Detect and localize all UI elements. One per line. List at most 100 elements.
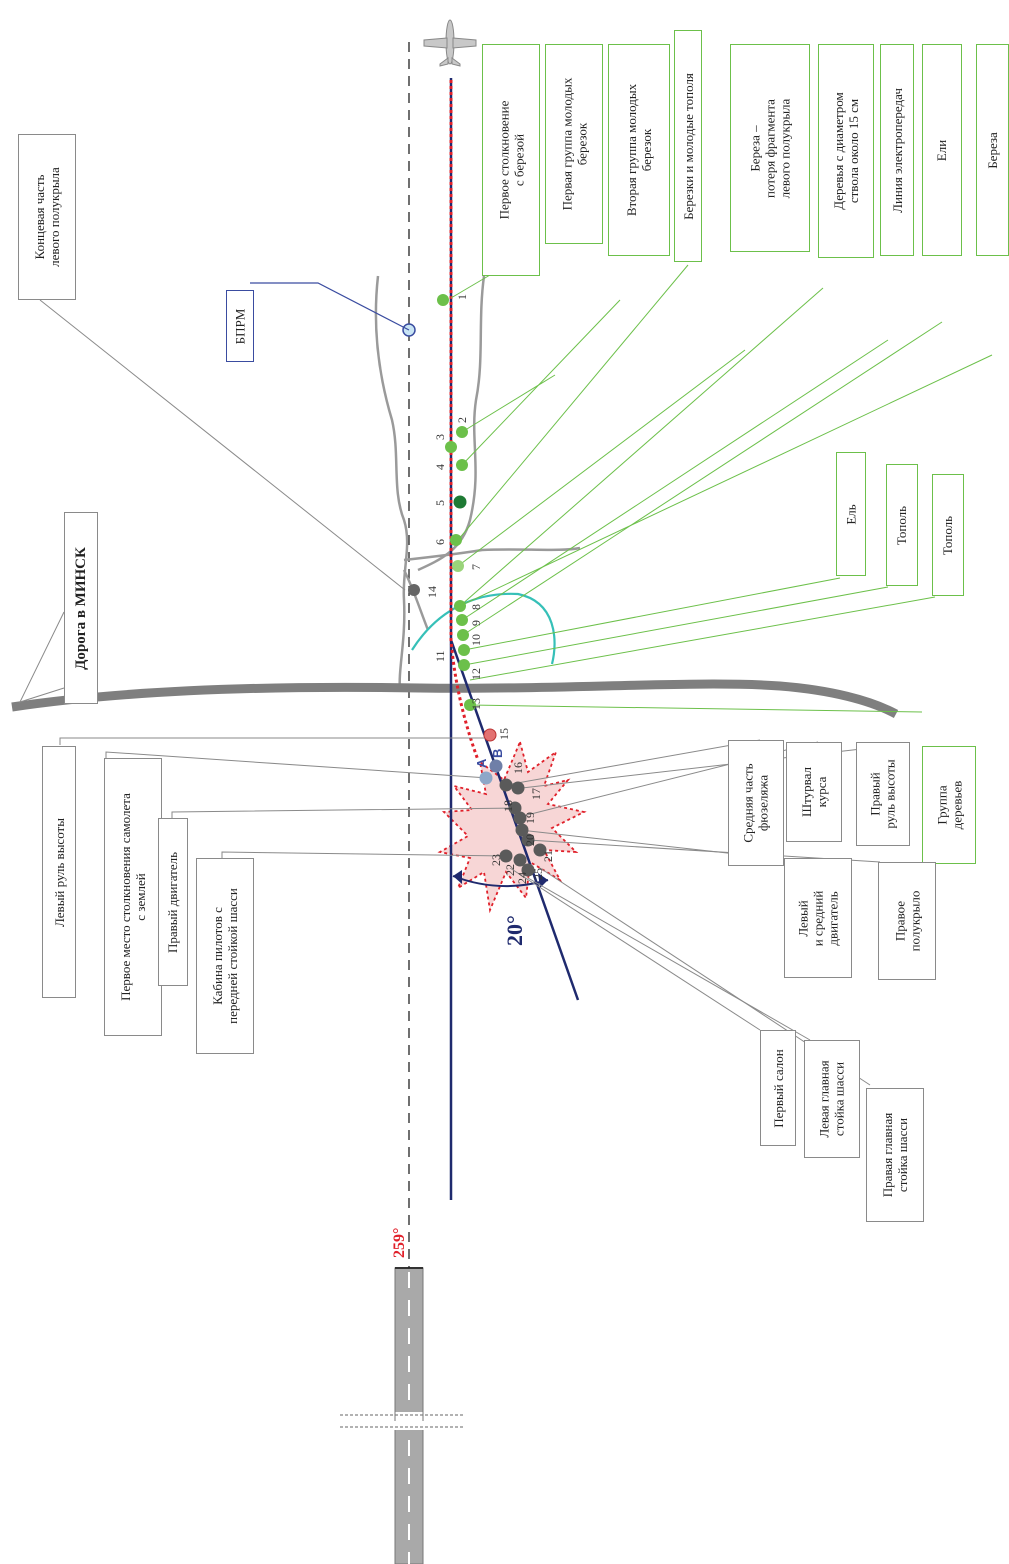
wingtip-point-14	[408, 584, 420, 596]
debris-point-21	[521, 833, 535, 847]
point-number: 21	[541, 850, 555, 862]
debris-label-left-elevator: Левый руль высоты	[42, 746, 76, 998]
crash-marker-a: A	[474, 758, 489, 768]
road-label-pointer	[19, 611, 65, 703]
tree-point-4	[456, 459, 468, 471]
angle-label: 20°	[502, 915, 527, 946]
point-number: 12	[469, 668, 483, 680]
tree-label-text: Линия электропередач	[889, 87, 905, 213]
tree-point-10	[457, 629, 469, 641]
tree-point-3	[445, 441, 457, 453]
tree-label-birch-wing-loss: Береза – потеря фрагмента левого полукры…	[730, 44, 810, 252]
road-to-minsk	[11, 679, 899, 718]
crash-zone	[437, 739, 587, 914]
beacon-leader	[250, 282, 410, 331]
local-roads	[374, 275, 581, 691]
debris-label-mid-fuselage: Средняя часть фюзеляжа	[728, 740, 784, 866]
point-number: 3	[433, 434, 447, 440]
point-number: 14	[425, 586, 439, 598]
debris-label-control-wheel: Штурвал курса	[786, 742, 842, 842]
tree-label-poplar-2: Тополь	[932, 474, 964, 596]
tree-label-tree-group: Группа деревьев	[922, 746, 976, 864]
debris-label-text: Штурвал курса	[799, 767, 829, 817]
debris-point-24	[533, 843, 547, 857]
tree-label-text: Береза – потеря фрагмента левого полукры…	[747, 98, 793, 198]
tree-point-8	[454, 600, 466, 612]
debris-label-text: Средняя часть фюзеляжа	[741, 763, 771, 843]
tree-label-text: Деревья с диаметром ствола около 15 см	[831, 92, 862, 210]
point-number: 11	[433, 650, 447, 662]
debris-label-text: Левый и средний двигатель	[795, 890, 841, 946]
debris-label-right-main-gear: Правая главная стойка шасси	[866, 1088, 924, 1222]
tree-label-spruces: Ели	[922, 44, 962, 256]
tree-point-5	[453, 495, 467, 509]
debris-label-first-ground-impact: Первое место столкновения самолета с зем…	[104, 758, 162, 1036]
point-number: 23	[489, 854, 503, 866]
crash-marker-b: B	[490, 749, 505, 758]
point-number: 4	[433, 464, 447, 470]
road-label: Дорога в МИНСК	[72, 546, 89, 670]
debris-label-first-cabin: Первый салон	[760, 1030, 796, 1146]
debris-point-25	[521, 863, 535, 877]
debris-label-right-wing: Правое полукрыло	[878, 862, 936, 980]
debris-point-23	[513, 853, 527, 867]
debris-label-cockpit: Кабина пилотов с передней стойкой шасси	[196, 858, 254, 1054]
tree-label-text: Береза	[985, 131, 1001, 169]
debris-label-text: Правая главная стойка шасси	[880, 1112, 910, 1198]
point-number: 8	[469, 604, 483, 610]
point-number-labels: 1 2 3 4 5 6 7 8 9 10 11 12 13 14 15 16 1…	[425, 294, 555, 884]
wingtip-label: Концевая часть левого полукрыла	[32, 167, 62, 267]
debris-label-text: Правый двигатель	[165, 851, 181, 953]
debris-point-a	[479, 771, 493, 785]
debris-label-text: Правое полукрыло	[892, 890, 922, 952]
point-number: 17	[529, 788, 543, 800]
debris-point-19	[513, 811, 527, 825]
angle-arc	[452, 875, 549, 888]
debris-label-text: Первое место столкновения самолета с зем…	[118, 793, 149, 1001]
tree-label-poplar-1: Тополь	[886, 464, 918, 586]
power-line	[411, 592, 556, 665]
point-number: 16	[511, 762, 525, 774]
debris-point-16	[499, 778, 513, 792]
tree-label-text: Тополь	[894, 505, 910, 545]
point-number: 19	[523, 812, 537, 824]
point-number: 24	[515, 872, 529, 884]
tree-leader-lines	[450, 264, 993, 713]
point-number: 7	[469, 564, 483, 570]
flight-track	[449, 80, 480, 761]
beacon-label-box: БПРМ	[226, 290, 254, 362]
tree-point-1	[437, 294, 449, 306]
point-number: 18	[501, 800, 515, 812]
tree-points	[408, 294, 497, 742]
point-number: 20	[523, 834, 537, 846]
point-number: 13	[469, 698, 483, 710]
tree-point-2	[456, 426, 468, 438]
tree-label-text: Вторая группа молодых березок	[624, 83, 655, 217]
tree-label-text: Ели	[934, 139, 950, 161]
debris-label-left-mid-engine: Левый и средний двигатель	[784, 858, 852, 978]
debris-label-text: Кабина пилотов с передней стойкой шасси	[210, 888, 241, 1024]
tree-label-trees-15cm: Деревья с диаметром ствола около 15 см	[818, 44, 874, 258]
tree-label-second-young-birches: Вторая группа молодых березок	[608, 44, 670, 256]
debris-label-text: Правый руль высоты	[868, 759, 898, 829]
debris-label-text: Первый салон	[770, 1048, 786, 1128]
wingtip-label-box: Концевая часть левого полукрыла	[18, 134, 76, 300]
point-number: 2	[455, 417, 469, 423]
tree-point-12	[458, 659, 470, 671]
tree-point-7	[452, 560, 464, 572]
debris-point-22	[499, 849, 513, 863]
debris-leader-lines	[39, 299, 881, 1086]
tree-label-text: Первая группа молодых березок	[559, 77, 589, 211]
debris-point-b	[489, 759, 503, 773]
tree-point-6	[450, 534, 462, 546]
tree-label-power-line: Линия электропередач	[880, 44, 914, 256]
tree-label-spruce: Ель	[836, 452, 866, 576]
debris-point-18	[508, 801, 522, 815]
debris-point-17	[511, 781, 525, 795]
runway	[340, 1267, 464, 1564]
tree-label-text: Березки и молодые тополя	[680, 72, 696, 220]
point-number: 10	[469, 634, 483, 646]
tree-label-birch: Береза	[976, 44, 1009, 256]
